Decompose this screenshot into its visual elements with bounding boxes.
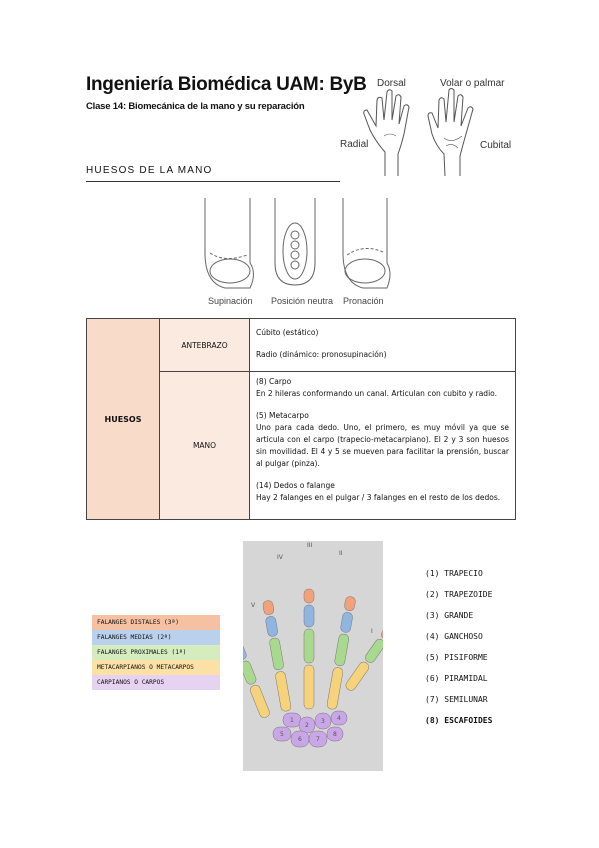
pronation-label: Pronación [343,296,384,306]
forearm-cell: ANTEBRAZO [159,318,250,372]
metacarpus-text: Uno para cada dedo. Uno, el primero, es … [256,423,509,468]
hand-views-illustration [363,88,474,177]
carpal-number-8: 8 [333,731,337,738]
thumb-metacarpal [345,661,370,691]
carpal-number-7: 7 [316,736,320,743]
finger-numeral-I: I [371,628,373,635]
hand-cell: MANO [159,371,250,520]
carpus-title: (8) Carpo [256,377,292,386]
supination-label: Supinación [208,296,253,306]
carpal-number-4: 4 [337,715,341,722]
carpal-bone-7 [308,730,328,748]
ring-proximal-phalanx [269,637,284,671]
table-row-forearm: HUESOS ANTEBRAZO Cúbito (estático) Radio… [86,318,516,520]
middle-medial-phalanx [303,604,315,628]
middle-distal-phalanx [303,588,315,604]
legend-distal: FALANGES DISTALES (3ª) [92,615,220,630]
finger-numeral-V: V [251,602,256,609]
little-metacarpal [250,684,270,718]
legend-carpal: CARPIANOS O CARPOS [92,675,220,690]
table-row-hand: MANO (8) Carpo En 2 hileras conformando … [87,371,516,520]
fingers-title: (14) Dedos o falange [256,481,335,490]
ring-metacarpal [275,671,292,712]
carpus-text: En 2 hileras conformando un canal. Artic… [256,389,497,398]
carpal-bone-4 [330,710,348,726]
index-proximal-phalanx [334,633,349,667]
carpal-item-trapezoide: (2) TRAPEZOIDE [425,590,493,599]
carpal-number-1: 1 [290,717,294,724]
carpal-number-6: 6 [298,736,302,743]
pronation-drawing [342,198,391,289]
neutral-label: Posición neutra [271,296,334,306]
carpal-bone-3 [314,712,332,730]
radius-text: Radio (dinámico: pronosupinación) [256,350,387,359]
forearm-desc-cell: Cúbito (estático) Radio (dinámico: prono… [249,318,516,372]
metacarpus-title: (5) Metacarpo [256,411,309,420]
legend-proximal: FALANGES PROXIMALES (1ª) [92,645,220,660]
carpal-item-grande: (3) GRANDE [425,611,474,620]
ring-medial-phalanx [265,616,278,637]
section-divider [86,181,340,182]
section-title: HUESOS DE LA MANO [86,165,213,176]
volar-label: Volar o palmar [440,78,505,89]
carpal-bone-8 [326,726,344,742]
finger-numeral-II: II [339,550,343,557]
middle-proximal-phalanx [303,628,315,664]
carpal-item-piramidal: (6) PIRAMIDAL [425,674,488,683]
carpal-item-pisiforme: (5) PISIFORME [425,653,488,662]
index-distal-phalanx [344,596,356,611]
dorsal-label: Dorsal [377,78,406,89]
legend-medial: FALANGES MEDIAS (2ª) [92,630,220,645]
neutral-drawing [274,198,316,286]
index-medial-phalanx [340,612,353,633]
little-proximal-phalanx [243,660,257,685]
thumb-proximal-phalanx [365,638,383,663]
carpal-number-2: 2 [305,722,309,729]
fingers-text: Hay 2 falanges en el pulgar / 3 falanges… [256,493,501,502]
volar-hand-drawing [427,88,474,177]
carpal-bone-5 [272,726,292,742]
carpal-item-trapecio: (1) TRAPECIO [425,569,483,578]
dorsal-hand-drawing [363,89,410,176]
legend-metacarpal: METACARPIANOS O METACARPOS [92,660,220,675]
hand-desc-cell: (8) Carpo En 2 hileras conformando un ca… [249,371,516,520]
cubital-label: Cubital [480,140,512,151]
page-subtitle: Clase 14: Biomecánica de la mano y su re… [86,101,305,112]
index-metacarpal [326,667,344,710]
little-medial-phalanx [243,644,247,661]
finger-numeral-III: III [307,542,313,549]
carpal-number-5: 5 [280,731,284,738]
page-title: Ingeniería Biomédica UAM: ByB [86,74,367,95]
carpal-item-ganchoso: (4) GANCHOSO [425,632,483,641]
bones-group-cell: HUESOS [86,318,160,520]
radial-label: Radial [340,139,369,150]
carpal-item-semilunar: (7) SEMILUNAR [425,695,488,704]
ring-distal-phalanx [262,600,275,615]
ulna-text: Cúbito (estático) [256,328,319,337]
middle-metacarpal [303,664,315,710]
forearm-rotation-illustration [204,198,391,289]
supination-drawing [204,198,254,289]
finger-numeral-IV: IV [277,554,284,561]
bones-table: HUESOS ANTEBRAZO Cúbito (estático) Radio… [86,318,516,520]
carpal-number-3: 3 [321,718,325,725]
carpal-item-escafoides: (8) ESCAFOIDES [425,716,493,725]
